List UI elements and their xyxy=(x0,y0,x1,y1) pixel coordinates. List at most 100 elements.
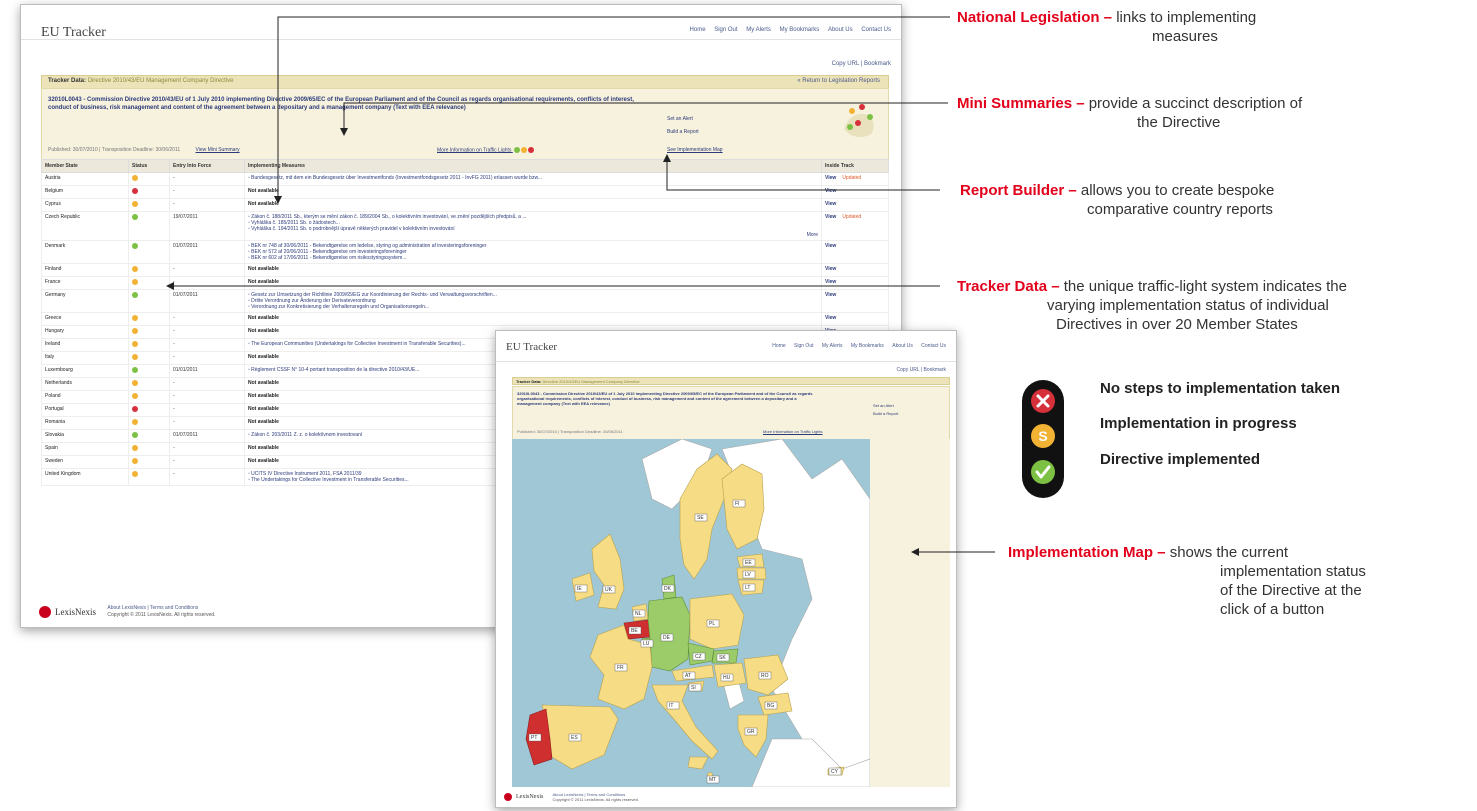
footer-links[interactable]: About LexisNexis | Terms and Conditions xyxy=(107,605,199,611)
map-directive-title[interactable]: 32010L0043 - Commission Directive 2010/4… xyxy=(517,391,813,406)
view-link[interactable]: View xyxy=(825,266,837,272)
directive-title[interactable]: 32010L0043 - Commission Directive 2010/4… xyxy=(48,97,634,111)
measure-link[interactable]: ▫ The European Communities (Undertakings… xyxy=(248,341,466,347)
map-country-label[interactable]: SE xyxy=(697,515,704,521)
more-link[interactable]: More xyxy=(806,232,818,238)
measure-link[interactable]: ▫ BEK nr 748 af 30/06/2011 - Bekendtgøre… xyxy=(248,243,487,249)
map-country-label[interactable]: HU xyxy=(723,675,731,681)
map-country-label[interactable]: MT xyxy=(709,777,716,783)
measure-link[interactable]: ▫ Bundesgesetz, mit dem ein Bundesgesetz… xyxy=(248,175,542,181)
map-country-label[interactable]: GR xyxy=(747,729,755,735)
not-available-label: Not available xyxy=(248,201,279,207)
map-country-label[interactable]: DE xyxy=(663,635,671,641)
view-link[interactable]: View xyxy=(825,201,837,207)
map-footer-links[interactable]: About LexisNexis | Terms and Conditions xyxy=(552,792,626,797)
measure-link[interactable]: ▫ Zákon č. 188/2011 Sb., kterým se mění … xyxy=(248,214,527,220)
implementation-map-link[interactable]: See Implementation Map xyxy=(667,147,723,153)
map-country-label[interactable]: CZ xyxy=(695,654,702,660)
map-traffic-lights-info[interactable]: More Information on Traffic Lights xyxy=(763,429,823,434)
view-link[interactable]: View xyxy=(825,292,837,298)
legend-implemented: Directive implemented xyxy=(1100,451,1261,468)
measure-link[interactable]: ▫ Gesetz zur Umsetzung der Richtlinie 20… xyxy=(248,292,497,298)
map-label-box xyxy=(692,652,706,661)
set-alert-link[interactable]: Set an Alert xyxy=(667,116,693,122)
map-nav-home[interactable]: Home xyxy=(772,343,786,349)
map-country-label[interactable]: NL xyxy=(635,611,642,617)
annotation-report-key: Report Builder – xyxy=(960,182,1077,199)
updated-badge: Updated xyxy=(842,214,862,220)
nav-my-bookmarks[interactable]: My Bookmarks xyxy=(779,27,820,33)
map-country-label[interactable]: ES xyxy=(571,735,578,741)
measure-link[interactable]: ▫ The Undertakings for Collective Invest… xyxy=(248,477,409,483)
map-label-box xyxy=(661,584,675,593)
map-country-label[interactable]: FR xyxy=(617,665,624,671)
map-country-label[interactable]: PL xyxy=(709,621,715,627)
map-country-label[interactable]: DK xyxy=(664,586,672,592)
map-nav-about-us[interactable]: About Us xyxy=(892,343,913,349)
map-nav-my-alerts[interactable]: My Alerts xyxy=(821,343,843,349)
nav-contact-us[interactable]: Contact Us xyxy=(861,27,891,33)
map-country-label[interactable]: BG xyxy=(767,703,774,709)
map-country-label[interactable]: FI xyxy=(735,501,739,507)
directive-panel: 32010L0043 - Commission Directive 2010/4… xyxy=(41,88,889,160)
annotation-mini-key: Mini Summaries – xyxy=(957,95,1085,112)
map-country-label[interactable]: IE xyxy=(577,586,582,592)
traffic-lights-info[interactable]: More Information on Traffic Lights xyxy=(437,147,534,153)
map-nav-my-bookmarks[interactable]: My Bookmarks xyxy=(850,343,884,349)
map-build-report-link[interactable]: Build a Report xyxy=(873,411,899,416)
annotation-tracker-text2: varying implementation status of individ… xyxy=(1047,297,1329,314)
map-country-label[interactable]: LV xyxy=(745,572,751,578)
map-nav-contact-us[interactable]: Contact Us xyxy=(921,343,946,349)
nav-sign-out[interactable]: Sign Out xyxy=(714,27,738,33)
view-link[interactable]: View xyxy=(825,315,837,321)
map-country-label[interactable]: SI xyxy=(691,685,696,691)
measure-link[interactable]: ▫ BEK nr 572 af 20/06/2011 - Bekendtgøre… xyxy=(248,249,407,255)
measure-link[interactable]: ▫ Règlement CSSF N° 10-4 portant transpo… xyxy=(248,367,420,373)
status-dot xyxy=(132,471,138,477)
nav-my-alerts[interactable]: My Alerts xyxy=(746,27,771,33)
map-country-label[interactable]: UK xyxy=(605,587,613,593)
view-link[interactable]: View xyxy=(825,175,837,181)
map-label-box xyxy=(602,585,616,594)
view-link[interactable]: View xyxy=(825,214,837,220)
copy-url-link[interactable]: Copy URL xyxy=(831,61,860,67)
measure-link[interactable]: ▫ Zákon č. 203/2011 Z. z. o kolektívnom … xyxy=(248,432,363,438)
view-link[interactable]: View xyxy=(825,279,837,285)
map-country-label[interactable]: CY xyxy=(831,769,839,775)
map-country-label[interactable]: BE xyxy=(631,628,638,634)
measure-link[interactable]: ▫ Vyhláška č. 185/2011 Sb. o žádostech..… xyxy=(248,220,340,226)
map-country-label[interactable]: AT xyxy=(685,673,691,679)
map-nav-sign-out[interactable]: Sign Out xyxy=(794,343,814,349)
view-link[interactable]: View xyxy=(825,243,837,249)
nav-home[interactable]: Home xyxy=(689,27,706,33)
view-link[interactable]: View xyxy=(825,188,837,194)
app-brand: EU Tracker xyxy=(41,25,106,40)
measure-link[interactable]: ▫ BEK nr 602 af 17/06/2011 - Bekendtgøre… xyxy=(248,255,407,261)
map-country-label[interactable]: LU xyxy=(643,641,650,647)
map-country-label[interactable]: RO xyxy=(761,673,769,679)
map-set-alert-link[interactable]: Set an Alert xyxy=(873,403,894,408)
map-country-label[interactable]: PT xyxy=(531,735,537,741)
callout-national-legislation xyxy=(274,16,950,204)
bookmark-link[interactable]: Bookmark xyxy=(863,61,891,67)
status-dot xyxy=(132,445,138,451)
map-country-label[interactable]: IT xyxy=(669,703,673,709)
map-bookmark-link[interactable]: Bookmark xyxy=(923,367,946,373)
measure-link[interactable]: ▫ UCITS IV Directive Instrument 2011, FS… xyxy=(248,471,362,477)
return-link[interactable]: « Return to Legislation Reports xyxy=(797,78,880,84)
map-country-label[interactable]: LT xyxy=(745,585,750,591)
measure-link[interactable]: ▫ Verordnung zur Konkretisierung der Ver… xyxy=(248,304,430,310)
entry-into-force: 19/07/2011 xyxy=(169,211,245,241)
mini-summary-link[interactable]: View Mini Summary xyxy=(195,147,240,153)
map-country-label[interactable]: SK xyxy=(719,655,726,661)
measure-link[interactable]: ▫ Dritte Verordnung zur Änderung der Der… xyxy=(248,298,376,304)
tracker-screenshot: EU Tracker Home Sign Out My Alerts My Bo… xyxy=(20,4,902,628)
nav-about-us[interactable]: About Us xyxy=(827,27,853,33)
map-copy-url-link[interactable]: Copy URL xyxy=(896,367,920,373)
map-country-label[interactable]: EE xyxy=(745,560,752,566)
measure-link[interactable]: ▫ Vyhláška č. 194/2011 Sb. o podrobnější… xyxy=(248,226,455,232)
implementation-map[interactable]: FI SE EE LV LT UK IE DK NL BE LU DE PL CZ SK AT HU FR SI RO… xyxy=(512,439,870,787)
build-report-link[interactable]: Build a Report xyxy=(667,129,699,135)
status-dot xyxy=(132,243,138,249)
